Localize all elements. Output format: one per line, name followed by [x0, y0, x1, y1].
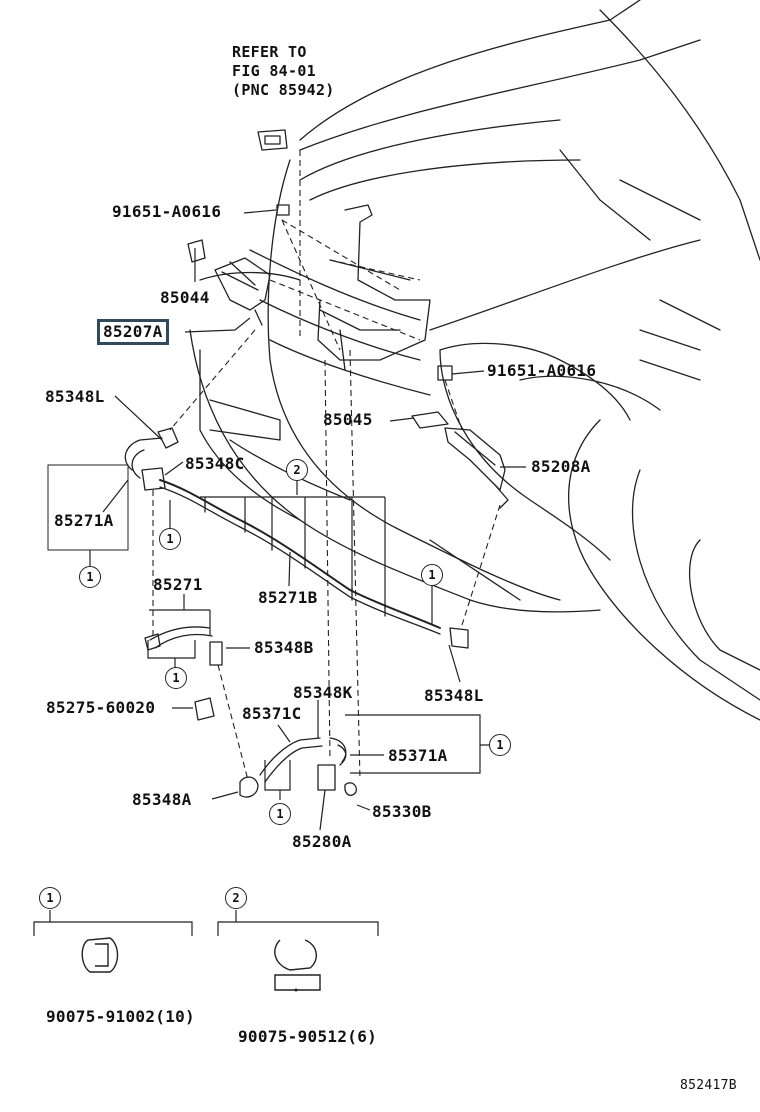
- hose-lower: [149, 626, 211, 641]
- callout-1-legend: 1: [39, 887, 61, 909]
- refer-note-line2: FIG 84-01: [232, 62, 316, 80]
- bracket-outline: [257, 129, 288, 151]
- figure-code: 852417B: [680, 1078, 737, 1093]
- label-plug[interactable]: 85330B: [372, 802, 432, 821]
- washer-tank-outline: [317, 204, 431, 371]
- label-grommet[interactable]: 85275-60020: [46, 698, 156, 717]
- label-hose-c[interactable]: 85371C: [242, 704, 302, 723]
- callout-1-left-box: 1: [79, 566, 101, 588]
- label-bolt-upper[interactable]: 91651-A0616: [112, 202, 222, 221]
- label-valve[interactable]: 85280A: [292, 832, 352, 851]
- cap-right-outline: [411, 411, 449, 429]
- callout-1-bracket: 1: [489, 734, 511, 756]
- label-cap-left[interactable]: 85044: [160, 288, 210, 307]
- label-conn-a[interactable]: 85348A: [132, 790, 192, 809]
- callout-1-right: 1: [421, 564, 443, 586]
- vehicle-body-outline: [189, 0, 760, 721]
- nozzle-left-outline: [214, 257, 271, 326]
- label-nozzle-left-highlighted[interactable]: 85207A: [97, 319, 169, 345]
- bolt-right-outline: [437, 365, 453, 381]
- label-tee[interactable]: 85348C: [185, 454, 245, 473]
- label-elbow-left-top[interactable]: 85348L: [45, 387, 105, 406]
- refer-note-line1: REFER TO: [232, 43, 307, 61]
- label-hose-lower[interactable]: 85271: [153, 575, 203, 594]
- label-hose-a[interactable]: 85371A: [388, 746, 448, 765]
- hose-left: [124, 437, 163, 471]
- main-hose: [159, 479, 441, 629]
- bolt-upper-outline: [276, 204, 290, 216]
- label-nozzle-right[interactable]: 85208A: [531, 457, 591, 476]
- refer-note-line3: (PNC 85942): [232, 81, 335, 99]
- label-cap-right[interactable]: 85045: [323, 410, 373, 429]
- callout-1-tee: 1: [159, 528, 181, 550]
- label-conn-b[interactable]: 85348B: [254, 638, 314, 657]
- tee-fitting: [141, 467, 166, 491]
- callout-1-lower: 1: [165, 667, 187, 689]
- callout-2-legend: 2: [225, 887, 247, 909]
- callout-2-top: 2: [286, 459, 308, 481]
- label-conn-k[interactable]: 85348K: [293, 683, 353, 702]
- label-elbow-right[interactable]: 85348L: [424, 686, 484, 705]
- clip-drawings: [81, 937, 321, 991]
- label-bolt-right[interactable]: 91651-A0616: [487, 361, 597, 380]
- nozzle-right-outline: [444, 427, 509, 509]
- legend-clamp1-part[interactable]: 90075-91002(10): [46, 1007, 195, 1026]
- callout-1-bottom: 1: [269, 803, 291, 825]
- cap-left-outline: [187, 239, 206, 263]
- label-hose-left[interactable]: 85271A: [54, 511, 114, 530]
- legend-clamp2-part[interactable]: 90075-90512(6): [238, 1027, 378, 1046]
- label-hose-main[interactable]: 85271B: [258, 588, 318, 607]
